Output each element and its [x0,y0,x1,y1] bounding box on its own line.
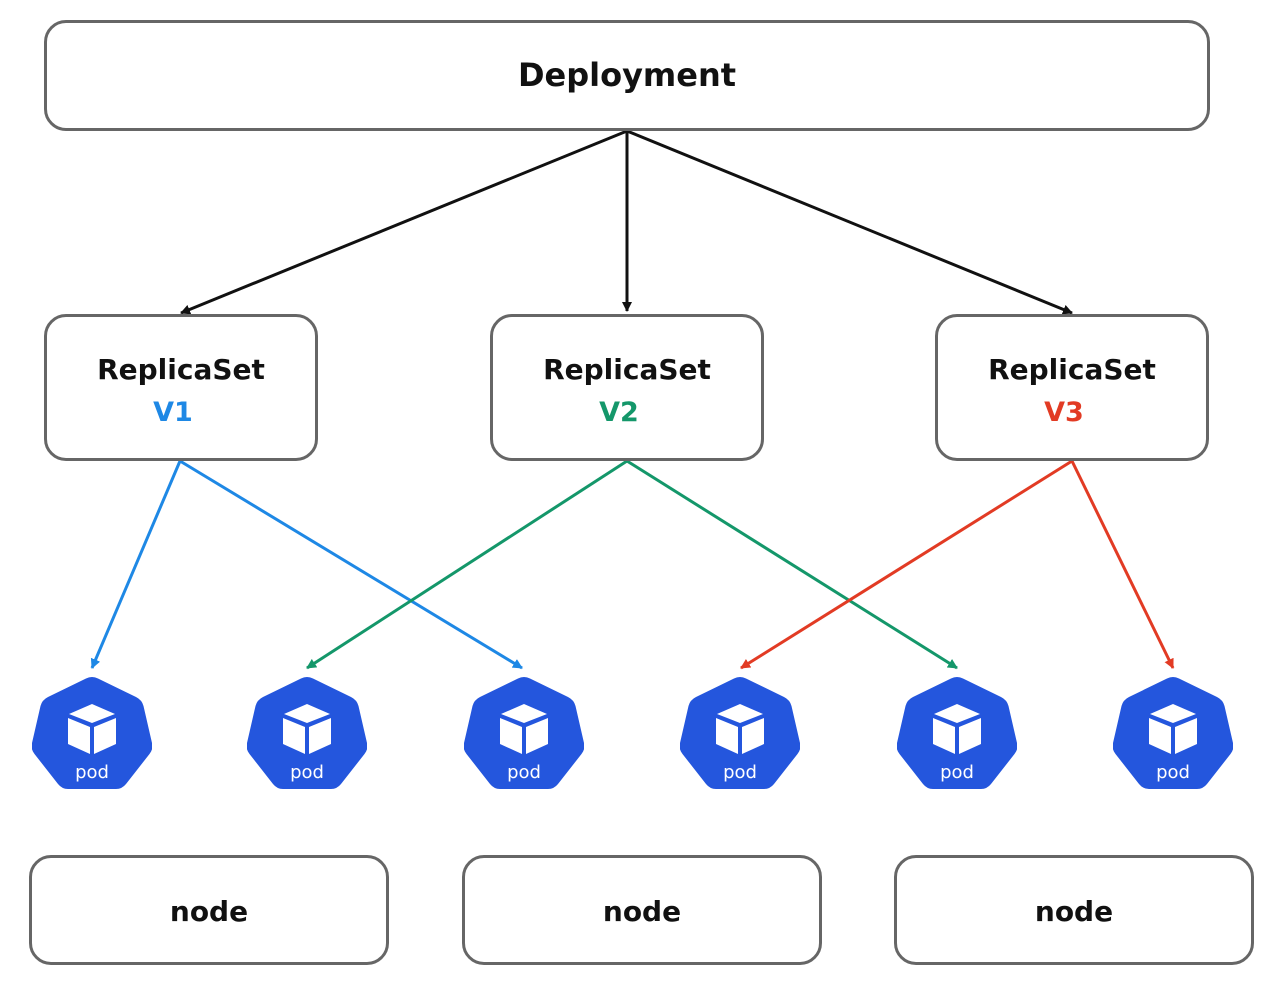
node-label: node [602,895,682,928]
pod-icon [32,677,152,789]
pod-5: pod [897,674,1017,792]
pod-icon [680,677,800,789]
replicaset-title: ReplicaSet [988,353,1156,386]
pod-label: pod [940,762,974,783]
pod-6: pod [1113,674,1233,792]
pod-label: pod [290,762,324,783]
pod-label: pod [75,762,109,783]
pod-label: pod [723,762,757,783]
arrow-deployment-to-v3 [626,129,1073,315]
replicaset-v2-box: ReplicaSet V2 [490,314,764,461]
pod-4: pod [680,674,800,792]
deployment-box: Deployment [44,20,1210,131]
arrow-v1-to-pod-3 [179,459,523,670]
pod-label: pod [507,762,541,783]
cube-icon [68,704,116,754]
node-label: node [169,895,249,928]
cube-icon [933,704,981,754]
pod-2: pod [247,674,367,792]
replicaset-version: V2 [599,397,639,428]
replicaset-v3-box: ReplicaSet V3 [935,314,1209,461]
pod-icon [897,677,1017,789]
node-box-1: node [29,855,389,965]
replicaset-title: ReplicaSet [97,353,265,386]
replicaset-version: V1 [153,397,193,428]
cube-icon [500,704,548,754]
deployment-label: Deployment [517,56,737,94]
arrow-deployment-to-v1 [180,129,628,315]
arrow-v3-to-pod-4 [740,459,1073,670]
replicaset-v1-box: ReplicaSet V1 [44,314,318,461]
pod-1: pod [32,674,152,792]
arrow-v3-to-pod-6 [1070,460,1175,669]
replicaset-version: V3 [1044,397,1084,428]
arrow-v2-to-pod-2 [306,459,628,670]
arrow-v1-to-pod-1 [90,460,182,669]
cube-icon [1149,704,1197,754]
pod-icon [1113,677,1233,789]
cube-icon [716,704,764,754]
pod-label: pod [1156,762,1190,783]
replicaset-title: ReplicaSet [543,353,711,386]
node-box-2: node [462,855,822,965]
pod-3: pod [464,674,584,792]
cube-icon [283,704,331,754]
pod-icon [464,677,584,789]
pod-icon [247,677,367,789]
node-label: node [1034,895,1114,928]
node-box-3: node [894,855,1254,965]
arrow-v2-to-pod-5 [626,459,958,670]
